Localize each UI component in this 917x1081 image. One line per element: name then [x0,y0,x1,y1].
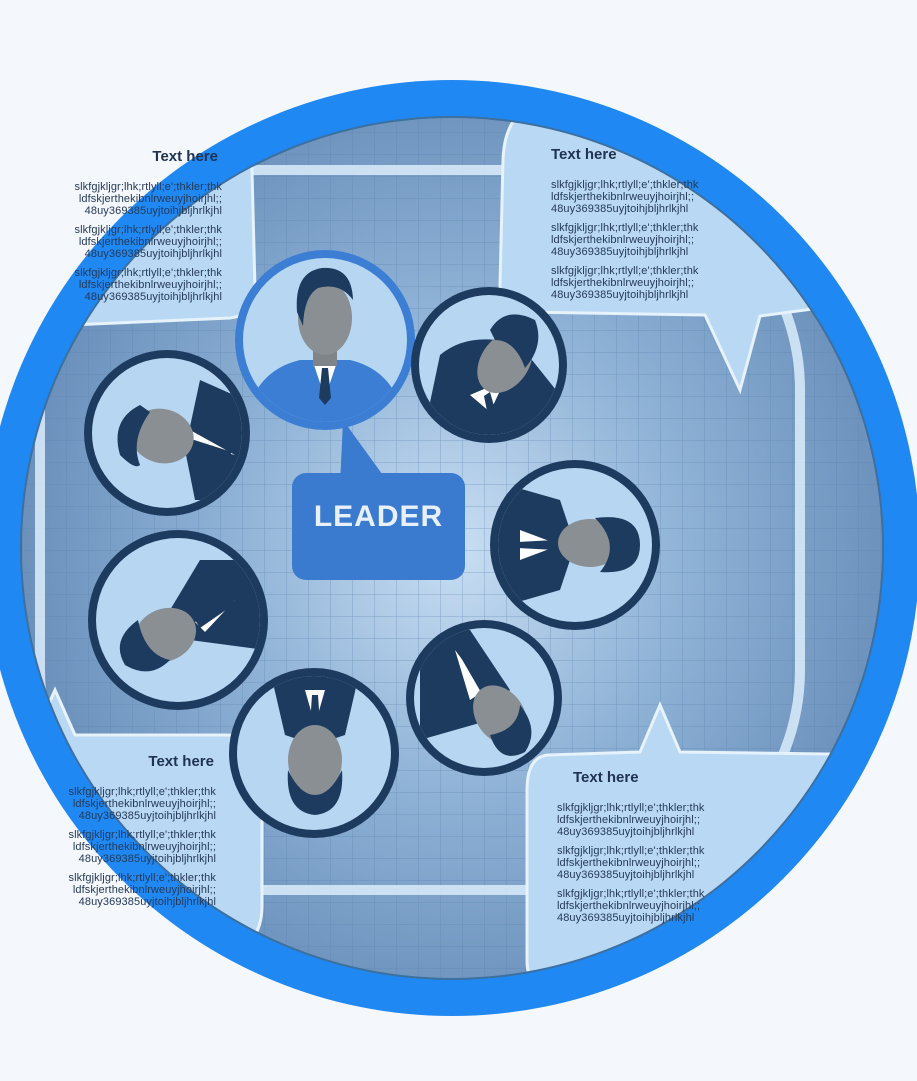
panel-line: 48uy369385uyjtoihjbljhrlkjhl [551,203,689,215]
panel-line: slkfgjkljgr;lhk;rtlyll;e';thkler;thk [74,181,222,193]
panel-line: ldfskjerthekibnlrweuyjhoirjhl;; [551,191,695,203]
panel-line: ldfskjerthekibnlrweuyjhoirjhl;; [557,857,701,869]
panel-top-right-text: Text here slkfgjkljgr;lhk;rtlyll;e';thkl… [551,146,801,308]
leader-avatar [235,250,415,430]
panel-line: ldfskjerthekibnlrweuyjhoirjhl;; [72,841,216,853]
panel-line: ldfskjerthekibnlrweuyjhoirjhl;; [557,900,701,912]
panel-line: slkfgjkljgr;lhk;rtlyll;e';thkler;thk [557,845,705,857]
panel-line: ldfskjerthekibnlrweuyjhoirjhl;; [78,236,222,248]
leader-bubble [292,473,465,580]
team-member-avatar [490,460,660,630]
panel-line: slkfgjkljgr;lhk;rtlyll;e';thkler;thk [68,786,216,798]
panel-heading: Text here [152,148,218,165]
panel-line: slkfgjkljgr;lhk;rtlyll;e';thkler;thk [551,222,699,234]
panel-line: 48uy369385uyjtoihjbljhrlkjhl [84,248,222,260]
panel-line: ldfskjerthekibnlrweuyjhoirjhl;; [78,279,222,291]
panel-line: 48uy369385uyjtoihjbljhrlkjhl [78,853,216,865]
panel-line: slkfgjkljgr;lhk;rtlyll;e';thkler;thk [68,872,216,884]
team-member-avatar [88,530,268,710]
leader-label: LEADER [313,500,444,533]
panel-line: slkfgjkljgr;lhk;rtlyll;e';thkler;thk [557,802,705,814]
panel-line: ldfskjerthekibnlrweuyjhoirjhl;; [72,884,216,896]
team-member-avatar [84,350,250,516]
panel-line: slkfgjkljgr;lhk;rtlyll;e';thkler;thk [551,265,699,277]
panel-line: ldfskjerthekibnlrweuyjhoirjhl;; [551,234,695,246]
panel-heading: Text here [551,146,617,163]
panel-line: ldfskjerthekibnlrweuyjhoirjhl;; [72,798,216,810]
panel-line: slkfgjkljgr;lhk;rtlyll;e';thkler;thk [557,888,705,900]
team-member-avatar [229,668,399,838]
panel-line: slkfgjkljgr;lhk;rtlyll;e';thkler;thk [68,829,216,841]
panel-line: ldfskjerthekibnlrweuyjhoirjhl;; [78,193,222,205]
panel-line: slkfgjkljgr;lhk;rtlyll;e';thkler;thk [74,224,222,236]
panel-line: 48uy369385uyjtoihjbljhrlkjhl [557,912,695,924]
panel-line: 48uy369385uyjtoihjbljhrlkjhl [78,810,216,822]
panel-line: slkfgjkljgr;lhk;rtlyll;e';thkler;thk [551,179,699,191]
panel-heading: Text here [148,753,214,770]
panel-line: 48uy369385uyjtoihjbljhrlkjhl [84,205,222,217]
panel-line: 48uy369385uyjtoihjbljhrlkjhl [78,896,216,908]
panel-top-left-text: Text here slkfgjkljgr;lhk;rtlyll;e';thkl… [0,148,222,310]
panel-line: 48uy369385uyjtoihjbljhrlkjhl [551,289,689,301]
panel-line: ldfskjerthekibnlrweuyjhoirjhl;; [551,277,695,289]
team-member-avatar [411,287,567,443]
team-member-avatar [406,620,562,776]
panel-line: slkfgjkljgr;lhk;rtlyll;e';thkler;thk [74,267,222,279]
panel-line: 48uy369385uyjtoihjbljhrlkjhl [557,869,695,881]
panel-heading: Text here [573,769,639,786]
panel-bottom-left-text: Text here slkfgjkljgr;lhk;rtlyll;e';thkl… [0,753,216,915]
panel-line: 48uy369385uyjtoihjbljhrlkjhl [551,246,689,258]
panel-line: 48uy369385uyjtoihjbljhrlkjhl [557,826,695,838]
panel-line: 48uy369385uyjtoihjbljhrlkjhl [84,291,222,303]
panel-line: ldfskjerthekibnlrweuyjhoirjhl;; [557,814,701,826]
panel-bottom-right-text: Text here slkfgjkljgr;lhk;rtlyll;e';thkl… [557,769,787,931]
